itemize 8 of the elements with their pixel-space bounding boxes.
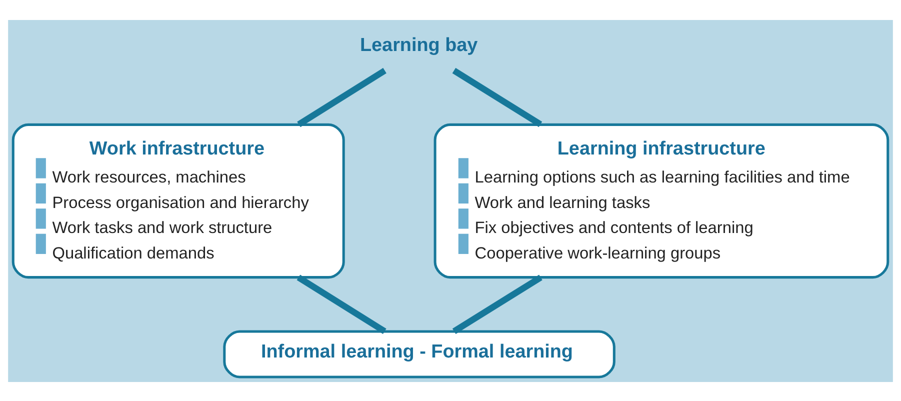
node-box: Work infrastructure Work resources, machines Process organisation and hierarchy Work tasks and work structure Qualification demands <box>12 122 345 278</box>
node-box: Learning infrastructure Learning options such as learning facilities and time Work and learning tasks Fix objectives and contents of learning Cooperative work-learning groups <box>434 122 890 278</box>
connector <box>452 67 542 127</box>
connector <box>452 274 542 334</box>
node-box: Informal learning - Formal learning <box>223 330 616 378</box>
connector <box>296 274 386 334</box>
connector <box>297 67 386 127</box>
node-text: Learning bay <box>360 34 478 56</box>
